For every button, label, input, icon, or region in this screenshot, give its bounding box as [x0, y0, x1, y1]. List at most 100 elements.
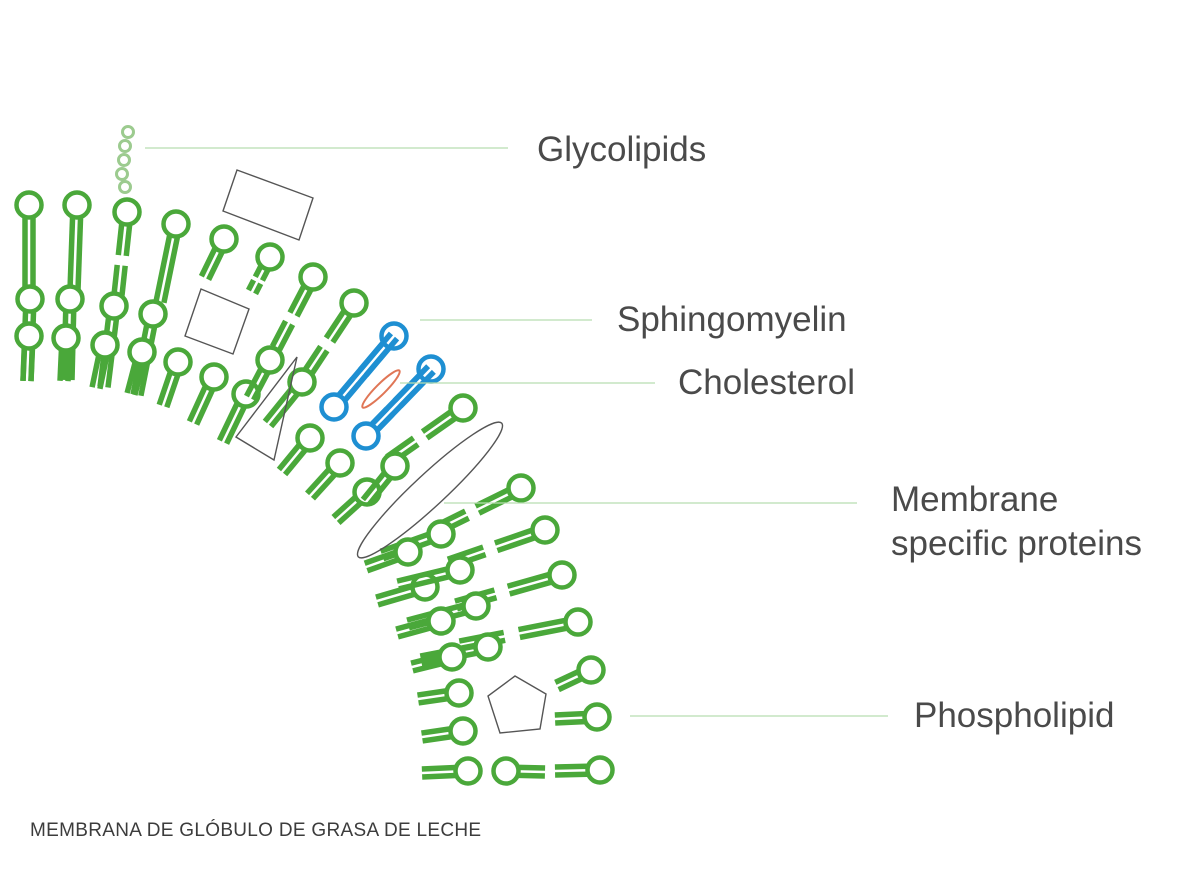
lipid-tail: [124, 362, 138, 394]
lipid-tail: [224, 405, 247, 445]
lipid-tail: [554, 669, 580, 685]
lipid-head: [319, 392, 349, 422]
phospholipid: [301, 288, 369, 378]
lipid-tail: [164, 374, 181, 409]
lipid-tail: [276, 443, 302, 472]
lipid-tail: [410, 653, 440, 666]
lipid-tail: [331, 495, 357, 520]
lipid-tail: [251, 371, 271, 402]
label-membrane-proteins: Membrane specific proteins: [891, 478, 1142, 566]
lipid-tail: [366, 476, 393, 507]
phospholipid: [89, 330, 120, 390]
lipid-tail: [425, 416, 457, 441]
lipid-tail: [506, 571, 550, 589]
lipid-tail: [115, 223, 125, 256]
glycolipid-sugar: [117, 153, 131, 167]
lipid-head: [576, 655, 606, 685]
lipid-tail: [57, 350, 65, 381]
lipid-head: [295, 423, 325, 453]
lipid-head: [530, 515, 560, 545]
lipid-head: [380, 451, 410, 481]
phospholipid: [198, 224, 239, 281]
lipid-head: [445, 555, 475, 585]
lipid-tail: [161, 236, 181, 304]
lipid-tail: [262, 387, 294, 424]
lipid-tail: [153, 234, 173, 302]
lipid-tail: [418, 696, 448, 706]
lipid-head: [453, 756, 483, 786]
membrane-specific-protein: [356, 421, 504, 559]
phospholipid: [245, 242, 285, 296]
phospholipid: [554, 755, 615, 785]
lipid-tail: [253, 282, 264, 296]
lipid-tail: [323, 309, 347, 340]
phospholipid: [417, 678, 474, 708]
lipid-tail: [360, 471, 387, 502]
lipid-tail: [555, 771, 588, 778]
lipid-head: [14, 321, 44, 351]
phospholipid: [363, 537, 423, 574]
phospholipid: [421, 756, 483, 786]
lipid-head: [448, 716, 478, 746]
sphingomyelin: [319, 331, 400, 422]
lipid-tail: [244, 367, 264, 398]
lipid-head: [62, 190, 92, 220]
lipid-head: [298, 262, 328, 292]
lipid-tail: [336, 331, 394, 397]
phospholipid: [396, 555, 475, 592]
lipid-tail: [97, 357, 110, 390]
lipid-head: [161, 209, 191, 239]
lipid-tail: [508, 579, 552, 597]
lipid-head: [51, 323, 81, 353]
phospholipid: [14, 321, 44, 382]
lipid-tail: [268, 392, 300, 429]
lipid-head: [416, 354, 446, 384]
lipid-head: [138, 299, 168, 329]
caption: MEMBRANA DE GLÓBULO DE GRASA DE LECHE: [30, 820, 482, 841]
lipid-tail: [216, 402, 240, 442]
lipid-head: [426, 519, 456, 549]
lipid-tail: [363, 549, 396, 566]
cholesterol: [361, 369, 401, 409]
lipid-head: [127, 337, 157, 367]
lipid-head: [563, 607, 593, 637]
phospholipid: [153, 209, 191, 304]
lipid-tail: [375, 369, 436, 432]
lipid-bilayer: [14, 190, 615, 786]
phospholipid: [156, 347, 193, 409]
lipid-head: [426, 606, 456, 636]
lipid-head: [15, 284, 45, 314]
glycolipid-sugar: [118, 139, 132, 153]
lipid-head: [325, 448, 355, 478]
lipid-head: [461, 591, 491, 621]
glycolipid-sugar: [121, 125, 135, 139]
lipid-head: [163, 347, 193, 377]
lipid-tail: [343, 336, 400, 402]
lipid-tail: [336, 501, 363, 526]
lipid-head: [506, 473, 536, 503]
label-glycolipids: Glycolipids: [537, 130, 707, 169]
lipid-head: [448, 393, 478, 423]
phospholipid: [421, 716, 478, 746]
lipid-head: [99, 291, 129, 321]
glycolipid-sugar: [115, 167, 129, 181]
lipid-head: [55, 284, 85, 314]
lipid-tail: [282, 448, 308, 477]
phospholipid: [433, 473, 536, 537]
lipid-tail: [396, 566, 448, 584]
lipid-tail: [397, 625, 431, 640]
lipid-tail: [421, 764, 456, 772]
leader-lines: [145, 147, 888, 717]
lipid-tail: [308, 349, 330, 378]
lipid-tail: [477, 494, 513, 516]
lipid-tail: [422, 772, 456, 780]
lipid-tail: [119, 265, 128, 296]
label-membrane-proteins-line1: Membrane: [891, 480, 1059, 519]
lipid-tail: [259, 268, 271, 282]
phospholipid: [491, 756, 546, 786]
lipid-tail: [496, 535, 536, 554]
protein-rectangle: [222, 169, 314, 241]
lipid-tail: [412, 661, 442, 674]
lipid-tail: [420, 409, 453, 434]
